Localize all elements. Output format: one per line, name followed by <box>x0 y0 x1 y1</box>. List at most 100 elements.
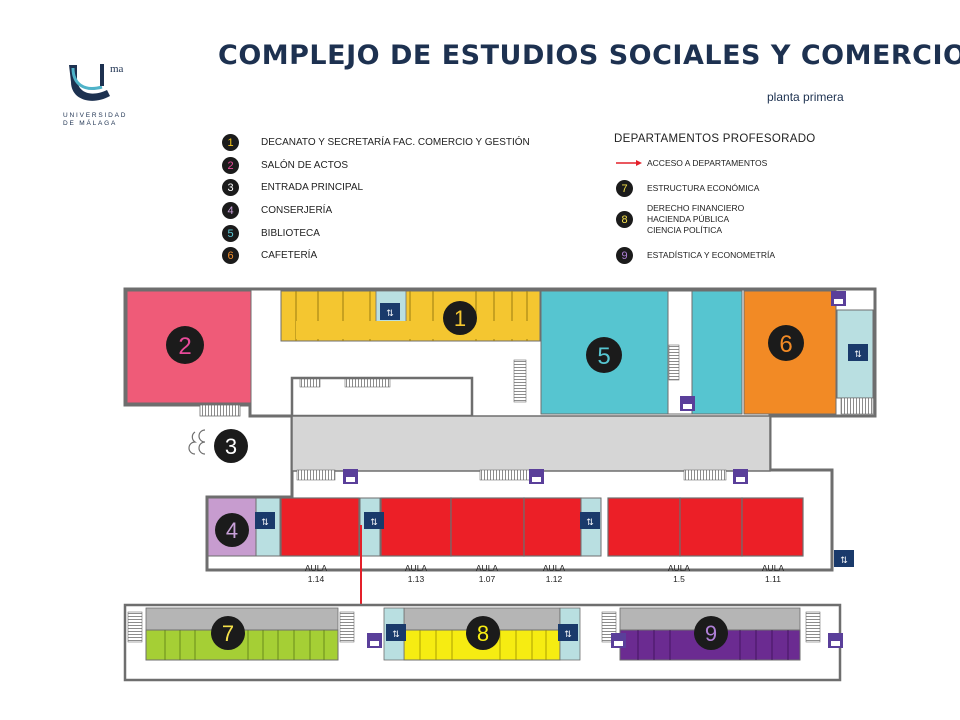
aula-1-11[interactable] <box>741 497 804 557</box>
aula-label-text: AULA <box>404 563 428 573</box>
marker-3[interactable]: 3 <box>214 429 248 463</box>
marker-6[interactable]: 6 <box>768 325 804 361</box>
biblioteca-room[interactable] <box>540 290 669 415</box>
marker-9[interactable]: 9 <box>694 616 728 650</box>
cafeteria-stairs <box>840 397 874 415</box>
elevator-icon: ⇅ <box>255 512 275 529</box>
aula-code-text: 1.13 <box>407 574 425 584</box>
aula-1-14[interactable] <box>280 497 360 557</box>
dept-item-7: 7 ESTRUCTURA ECONÓMICA <box>616 180 759 197</box>
aula-label-text: AULA <box>667 563 691 573</box>
dept-7-partitions <box>164 630 325 660</box>
aula-1-13[interactable] <box>380 497 452 557</box>
elevator-icon: ⇅ <box>364 512 384 529</box>
legend-item-1: 1 DECANATO Y SECRETARÍA FAC. COMERCIO Y … <box>222 134 530 151</box>
legend-item-4: 4 CONSERJERÍA <box>222 202 332 219</box>
aula-code-text: 1.14 <box>307 574 325 584</box>
elevator-icon: ⇅ <box>386 624 406 641</box>
stairs-sign-icon <box>680 396 695 411</box>
marker-4[interactable]: 4 <box>215 513 249 547</box>
stairs-sign-icon <box>367 633 382 648</box>
legend-badge-1: 1 <box>222 134 239 151</box>
svg-text:⇅: ⇅ <box>392 629 400 639</box>
decanato-inner-corridor <box>296 321 536 339</box>
elevator-icon: ⇅ <box>580 512 600 529</box>
svg-text:⇅: ⇅ <box>840 555 848 565</box>
svg-text:1: 1 <box>454 306 466 331</box>
elevator-icon: ⇅ <box>834 550 854 567</box>
aula-1-07[interactable] <box>450 497 525 557</box>
legend-badge-3: 3 <box>222 179 239 196</box>
floor-subtitle: planta primera <box>767 90 844 104</box>
svg-text:⇅: ⇅ <box>586 517 594 527</box>
aula-code-text: 1.07 <box>478 574 496 584</box>
dept-8-partitions <box>419 630 547 660</box>
svg-text:⇅: ⇅ <box>854 349 862 359</box>
page-title: COMPLEJO DE ESTUDIOS SOCIALES Y COMERCIO <box>218 40 960 71</box>
aula-code-text: 1.11 <box>765 574 781 584</box>
legend-label-1: DECANATO Y SECRETARÍA FAC. COMERCIO Y GE… <box>261 137 530 148</box>
hall-stairs-1 <box>296 469 336 481</box>
legend-item-5: 5 BIBLIOTECA <box>222 225 320 242</box>
inner-stairs-2 <box>344 378 391 388</box>
svg-text:⇅: ⇅ <box>370 517 378 527</box>
aula-label-1-11: AULA 1.11 <box>748 563 798 585</box>
dept-badge-9: 9 <box>616 247 633 264</box>
logo-mark-icon <box>69 64 110 101</box>
biblioteca-west-stairs <box>513 359 527 403</box>
aula-label-1-12: AULA 1.12 <box>529 563 579 585</box>
aula-label-1-07: AULA 1.07 <box>462 563 512 585</box>
logo-line-1: UNIVERSIDAD <box>63 112 128 119</box>
stairs-sign-icon <box>831 291 846 306</box>
inner-stairs-1 <box>299 378 321 388</box>
marker-2[interactable]: 2 <box>166 326 204 364</box>
aula-1-12[interactable] <box>523 497 582 557</box>
biblioteca-room-east[interactable] <box>691 290 743 415</box>
dept-line: HACIENDA PÚBLICA <box>647 214 730 224</box>
elevator-icon: ⇅ <box>848 344 868 361</box>
legend-badge-6: 6 <box>222 247 239 264</box>
legend-label-6: CAFETERÍA <box>261 250 318 261</box>
aula-label-text: AULA <box>304 563 328 573</box>
dept-item-9: 9 ESTADÍSTICA Y ECONOMETRÍA <box>616 247 775 264</box>
dept-line: CIENCIA POLÍTICA <box>647 225 723 235</box>
logo-line-2: DE MÁLAGA <box>63 120 118 127</box>
aula-label-1-13: AULA 1.13 <box>391 563 441 585</box>
elevator-icon: ⇅ <box>380 303 400 320</box>
legend-badge-4: 4 <box>222 202 239 219</box>
aula-label-text: AULA <box>761 563 785 573</box>
legend-item-6: 6 CAFETERÍA <box>222 247 317 264</box>
marker-1[interactable]: 1 <box>443 301 477 335</box>
hall-stairs-2 <box>479 469 531 481</box>
logo-superscript: ma <box>110 63 124 75</box>
legend-label-5: BIBLIOTECA <box>261 228 320 239</box>
svg-text:2: 2 <box>178 333 191 360</box>
red-arrow-icon <box>616 160 642 166</box>
main-hall <box>291 415 771 472</box>
dept-7-stairs-west <box>127 611 143 643</box>
aula-label-text: AULA <box>542 563 566 573</box>
salon-stairs <box>199 404 241 417</box>
svg-text:⇅: ⇅ <box>564 629 572 639</box>
stairs-sign-icon <box>611 633 626 648</box>
dept-line: ESTADÍSTICA Y ECONOMETRÍA <box>647 250 775 260</box>
stairs-sign-icon <box>828 633 843 648</box>
stairs-sign-icon <box>733 469 748 484</box>
aula-1-5-west[interactable] <box>607 497 681 557</box>
marker-8[interactable]: 8 <box>466 616 500 650</box>
dept-9-partitions <box>637 630 789 660</box>
dept-7-stairs-east <box>339 611 355 643</box>
marker-7[interactable]: 7 <box>211 616 245 650</box>
legend-label-3: ENTRADA PRINCIPAL <box>261 182 364 193</box>
marker-5[interactable]: 5 <box>586 337 622 373</box>
aula-label-text: AULA <box>475 563 499 573</box>
access-label: ACCESO A DEPARTAMENTOS <box>647 158 768 168</box>
biblioteca-stairs <box>668 344 680 381</box>
aula-label-1-14: AULA 1.14 <box>291 563 341 585</box>
dept-badge-8: 8 <box>616 211 633 228</box>
svg-text:5: 5 <box>597 343 610 370</box>
svg-text:9: 9 <box>705 621 717 646</box>
aula-1-5-east[interactable] <box>679 497 743 557</box>
legend-label-4: CONSERJERÍA <box>261 205 333 216</box>
svg-text:4: 4 <box>226 518 238 543</box>
